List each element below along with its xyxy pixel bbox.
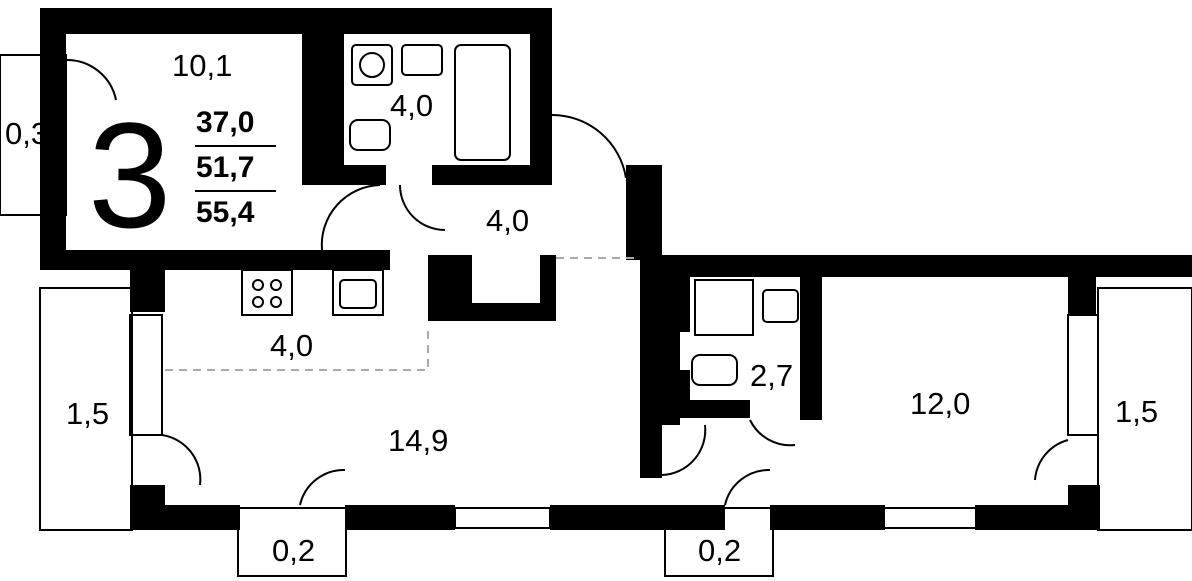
bedroom-right-area: 12,0 — [910, 386, 971, 421]
balcony-left-area: 0,3 — [5, 116, 49, 151]
total-with-balcony-value: 55,4 — [196, 196, 255, 229]
kitchen-zone-area: 4,0 — [270, 328, 314, 363]
outlines — [0, 44, 1192, 577]
living-room-area: 14,9 — [388, 423, 449, 458]
room-top-left-area: 10,1 — [172, 48, 233, 83]
hall-area: 4,0 — [486, 203, 530, 238]
zone-lines — [165, 257, 640, 371]
living-area-value: 37,0 — [196, 106, 255, 139]
walls — [40, 8, 1192, 530]
niche-bottom-left-area: 0,2 — [272, 533, 316, 568]
summary-rules — [195, 145, 276, 192]
rooms-count: 3 — [88, 91, 172, 259]
bathroom-top-area: 4,0 — [390, 88, 434, 123]
total-area-value: 51,7 — [196, 151, 255, 184]
loggia-right-area: 1,5 — [1115, 394, 1159, 429]
wc-right-area: 2,7 — [750, 358, 794, 393]
loggia-left-area: 1,5 — [66, 396, 110, 431]
niche-bottom-right-area: 0,2 — [698, 533, 742, 568]
